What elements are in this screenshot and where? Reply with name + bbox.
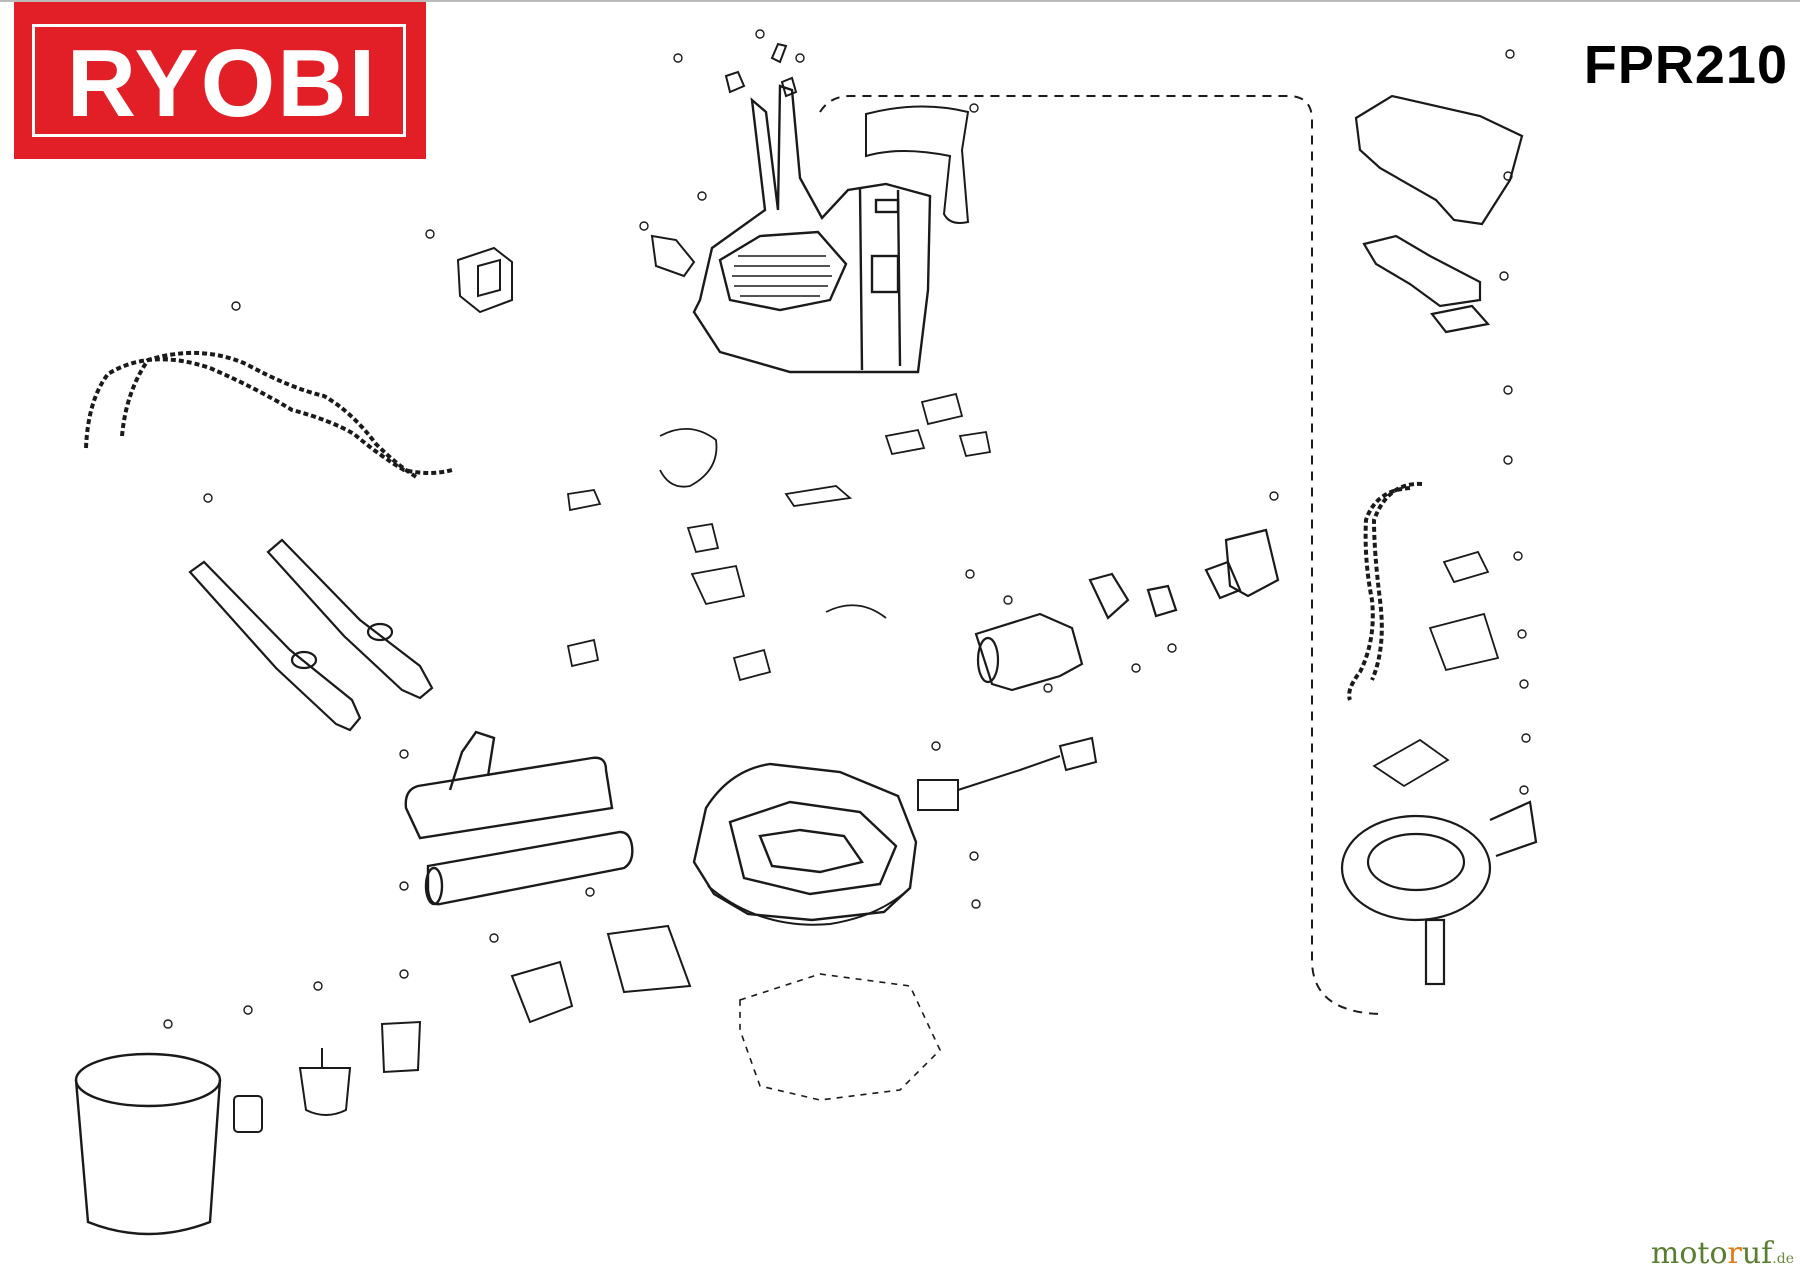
paint-bucket bbox=[74, 1052, 222, 1236]
callout-markers bbox=[163, 29, 1531, 1029]
power-cord bbox=[917, 736, 1098, 811]
watermark-tld: .de bbox=[1772, 1251, 1794, 1267]
screw-group-dashes bbox=[739, 973, 941, 1101]
logo-frame: RYOBI bbox=[32, 24, 406, 137]
assembly-dashed-boundary bbox=[819, 95, 1381, 1015]
model-number: FPR210 bbox=[1583, 35, 1788, 95]
paint-roller bbox=[404, 730, 634, 906]
base-tray bbox=[692, 762, 918, 926]
handle-assembly bbox=[1354, 94, 1524, 334]
edger-tool bbox=[510, 960, 574, 1024]
tag bbox=[650, 234, 696, 278]
top-rule bbox=[0, 0, 1800, 2]
logo-text: RYOBI bbox=[66, 30, 378, 137]
watermark-prefix: moto bbox=[1650, 1236, 1728, 1271]
watermark-suffix: uf bbox=[1741, 1236, 1773, 1271]
label-sticker bbox=[865, 105, 970, 224]
internal-small-parts bbox=[566, 392, 992, 682]
container-lid bbox=[1340, 800, 1538, 986]
motor-pump bbox=[974, 528, 1280, 692]
right-hose bbox=[1347, 481, 1423, 701]
upper-housing bbox=[692, 84, 932, 374]
right-small-parts bbox=[1372, 550, 1500, 788]
watermark-accent: r bbox=[1727, 1236, 1742, 1271]
measuring-cup bbox=[380, 1020, 422, 1074]
top-small-parts bbox=[724, 42, 798, 98]
brand-logo: RYOBI bbox=[14, 2, 426, 159]
watermark: motoruf.de bbox=[1651, 1236, 1794, 1271]
spray-hoses bbox=[84, 350, 453, 480]
roller-rails bbox=[188, 538, 434, 732]
switch-box bbox=[456, 246, 513, 314]
cup bbox=[298, 1048, 352, 1116]
filter bbox=[233, 1095, 263, 1133]
pad-tool bbox=[606, 924, 692, 994]
